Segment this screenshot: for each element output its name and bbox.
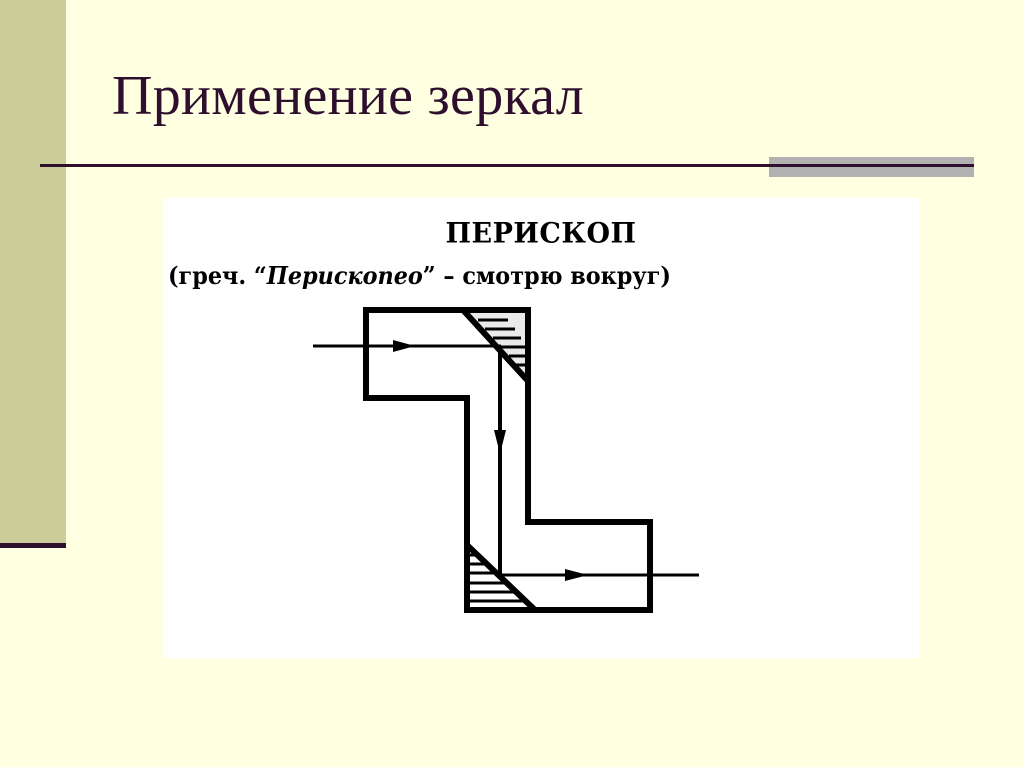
subheading-term: Перископео — [266, 261, 423, 290]
sidebar-underline — [0, 543, 66, 548]
figure-subheading: (греч. “Перископео” – смотрю вокруг) — [168, 261, 819, 290]
outgoing-ray — [500, 569, 699, 581]
incoming-ray — [313, 340, 501, 352]
title-rule-accent — [769, 157, 974, 177]
sidebar-decoration — [0, 0, 66, 545]
vertical-ray — [494, 346, 506, 575]
subheading-suffix: ” – смотрю вокруг) — [422, 261, 671, 290]
periscope-diagram — [313, 307, 699, 613]
slide-title: Применение зеркал — [112, 65, 585, 127]
title-rule — [40, 164, 974, 167]
title-rule-accent-line — [769, 164, 974, 167]
figure-panel: ПЕРИСКОП (греч. “Перископео” – смотрю во… — [163, 198, 919, 658]
figure-heading: ПЕРИСКОП — [445, 217, 637, 250]
lower-mirror — [464, 542, 538, 613]
subheading-prefix: (греч. “ — [168, 261, 267, 290]
